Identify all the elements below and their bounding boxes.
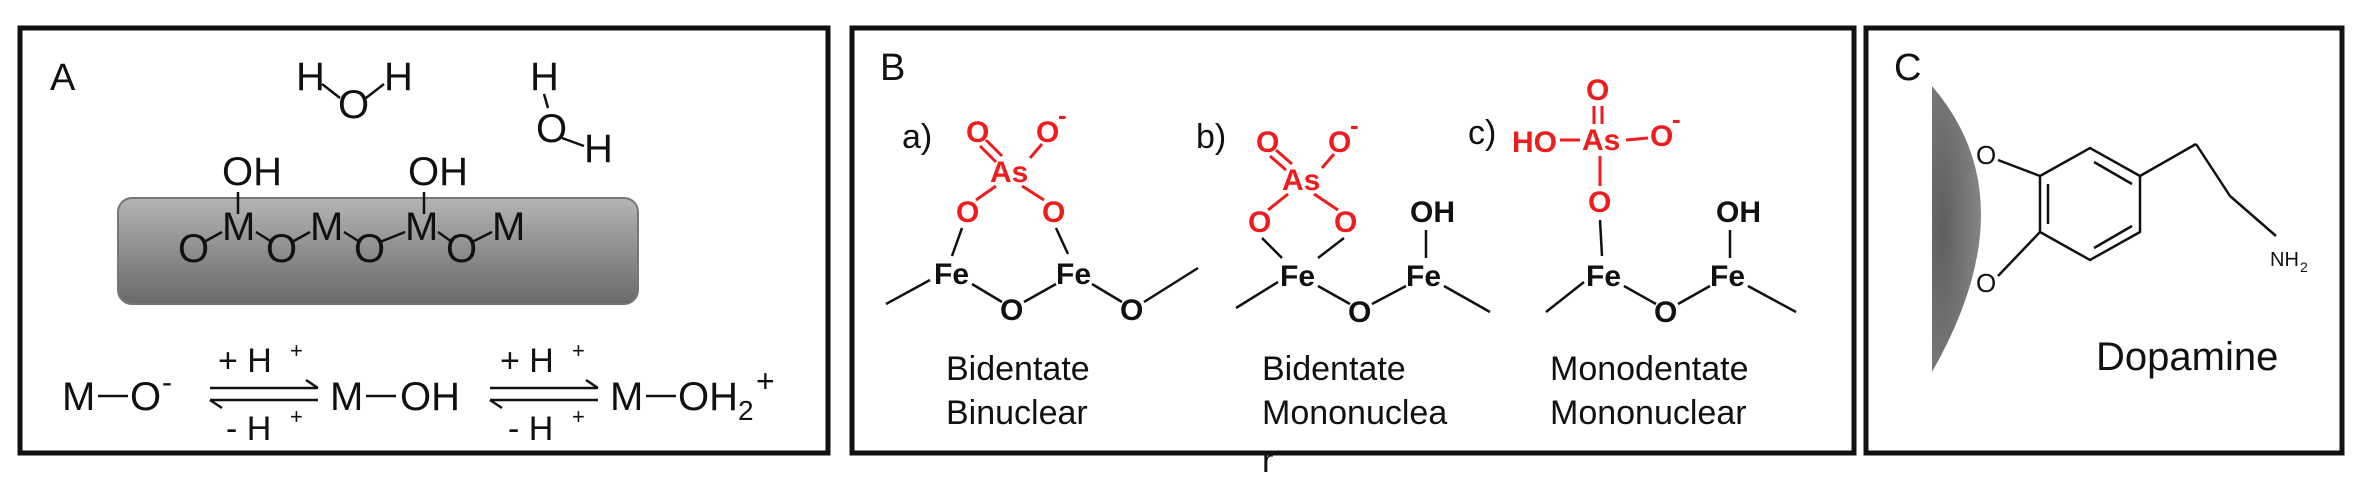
svg-text:M: M [222,205,255,249]
svg-text:NH: NH [2270,249,2299,271]
svg-text:O: O [956,196,979,229]
complex-monodentate-mononuclear: c) O HO As O - O Fe Fe O OH Monodentate … [1468,74,1797,432]
svg-text:Mononuclea: Mononuclea [1262,394,1447,432]
svg-text:M: M [62,375,95,419]
svg-text:H: H [296,55,325,99]
dopamine-structure: O O NH 2 [1976,140,2308,298]
svg-text:-: - [1672,104,1681,134]
svg-text:+: + [290,338,303,363]
svg-text:O: O [446,227,477,271]
mineral-surface [117,197,639,305]
svg-text:OH: OH [400,375,460,419]
svg-text:O: O [1042,196,1065,229]
svg-text:+ H: + H [218,342,272,380]
svg-text:2: 2 [738,395,754,426]
svg-text:c): c) [1468,114,1496,152]
svg-text:OH: OH [1716,196,1761,229]
svg-text:O: O [1654,296,1677,329]
svg-text:As: As [1282,164,1320,197]
panel-c-label: C [1894,47,1921,89]
complex-bidentate-binuclear: a) O O - As O O Fe Fe O O Bidentate [885,100,1199,432]
svg-text:O: O [1586,74,1609,107]
svg-text:O: O [1000,294,1023,327]
panel-b: B a) O O - As O O Fe Fe O O [849,25,1857,480]
svg-text:O: O [1976,268,1996,298]
svg-text:O: O [130,375,161,419]
svg-text:-: - [162,366,172,399]
panel-c-frame [1863,25,2345,456]
svg-text:O: O [1334,206,1357,239]
svg-text:-: - [1058,100,1067,130]
svg-text:O: O [1036,116,1059,149]
svg-text:O: O [1256,126,1279,159]
svg-text:Binuclear: Binuclear [946,394,1088,432]
surface-chain: O M O M O M O M [178,205,525,271]
svg-text:Fe: Fe [1056,258,1091,291]
svg-text:Fe: Fe [1710,260,1745,293]
svg-text:M: M [610,375,643,419]
svg-text:As: As [1582,124,1620,157]
svg-text:M: M [310,205,343,249]
svg-text:- H: - H [226,410,271,448]
protonation-equilibrium: M O - + H + - H + M OH + H + - H + [62,338,775,448]
svg-text:O: O [966,116,989,149]
svg-text:O: O [1588,186,1611,219]
svg-text:Fe: Fe [934,258,969,291]
svg-text:Bidentate: Bidentate [946,350,1090,388]
svg-text:O: O [1650,120,1673,153]
svg-text:H: H [384,55,413,99]
svg-text:2: 2 [2300,259,2308,275]
svg-text:- H: - H [508,410,553,448]
svg-text:Fe: Fe [1280,260,1315,293]
svg-text:O: O [266,227,297,271]
svg-text:M: M [492,205,525,249]
panel-c: C O O NH 2 Dopamine [1863,25,2345,456]
svg-text:O: O [1348,296,1371,329]
svg-text:O: O [178,227,209,271]
svg-text:O: O [354,227,385,271]
svg-text:O: O [536,107,567,151]
svg-text:H: H [584,127,613,171]
svg-text:OH: OH [1410,196,1455,229]
svg-text:O: O [1248,206,1271,239]
svg-text:Bidentate: Bidentate [1262,350,1406,388]
panel-a-frame [17,25,831,456]
water-molecule: H O H [530,55,613,171]
surface-hydroxyl: OH [408,150,468,194]
svg-text:HO: HO [1512,126,1557,159]
svg-text:+: + [290,404,303,429]
svg-text:O: O [1328,126,1351,159]
panel-a: A H O H H O H OH OH O M O M O [17,25,831,456]
svg-text:+: + [572,404,585,429]
complex-bidentate-mononuclear: b) O O - As O O Fe Fe O OH Bidentate Mon… [1196,110,1491,480]
surface-hydroxyl: OH [222,150,282,194]
panel-b-frame [849,25,1857,456]
svg-text:-: - [1350,110,1359,140]
svg-text:M: M [330,375,363,419]
svg-text:Mononuclear: Mononuclear [1550,394,1747,432]
svg-text:+: + [756,363,775,399]
svg-text:r: r [1262,442,1273,480]
molecule-name: Dopamine [2096,335,2278,379]
svg-text:Fe: Fe [1586,260,1621,293]
panel-a-label: A [50,57,76,99]
svg-text:O: O [1120,294,1143,327]
svg-text:M: M [405,205,438,249]
svg-text:OH: OH [678,375,738,419]
panel-b-label: B [880,47,905,89]
svg-text:+: + [572,338,585,363]
svg-text:+ H: + H [500,342,554,380]
svg-text:O: O [338,83,369,127]
svg-text:O: O [1976,140,1996,170]
svg-text:a): a) [902,118,932,156]
svg-text:b): b) [1196,118,1226,156]
svg-text:Fe: Fe [1406,260,1441,293]
nanoparticle-surface [1932,86,1981,372]
svg-text:Monodentate: Monodentate [1550,350,1749,388]
svg-text:H: H [530,55,559,99]
water-molecule: H O H [296,55,413,127]
